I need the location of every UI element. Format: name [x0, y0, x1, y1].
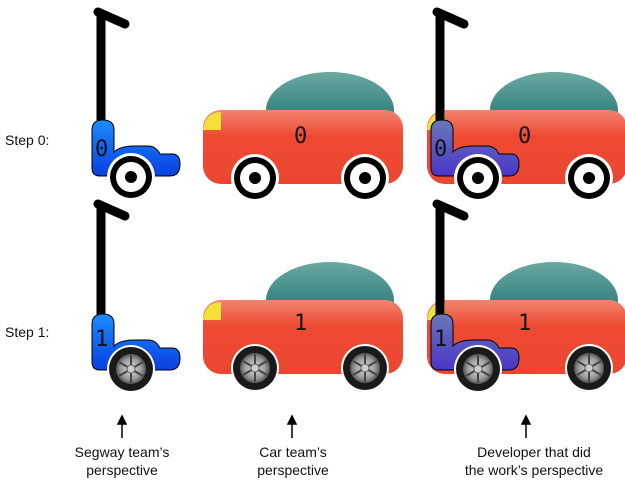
segway-handle: [437, 12, 464, 126]
wheel-icon: [107, 153, 155, 201]
row-label-step-0: Step 0:: [5, 132, 49, 148]
alloy-wheel-icon: [564, 343, 614, 393]
caption-segway-line1: Segway team’s: [75, 444, 170, 460]
car-value: 1: [294, 311, 307, 336]
car-value: 0: [518, 124, 531, 149]
merged-step-0: 0 0: [427, 12, 625, 202]
arrow-up-icon: [116, 414, 128, 438]
wheel-icon: [454, 154, 502, 202]
alloy-wheel-icon: [340, 343, 390, 393]
arrow-up-icon: [520, 414, 532, 438]
caption-segway-line2: perspective: [86, 462, 158, 478]
caption-car-line2: perspective: [257, 462, 329, 478]
car-value: 0: [294, 124, 307, 149]
segway-handle: [98, 204, 125, 318]
segway-value: 0: [434, 137, 447, 162]
car-step-0: 0: [203, 72, 403, 202]
merged-step-1: 1 1: [427, 204, 625, 394]
segway-value: 1: [95, 327, 108, 352]
segway-value: 1: [434, 327, 447, 352]
alloy-wheel-icon: [230, 343, 280, 393]
caption-car-line1: Car team’s: [259, 444, 326, 460]
arrow-up-icon: [286, 414, 298, 438]
wheel-icon: [341, 154, 389, 202]
car-step-1: 1: [203, 262, 403, 393]
segway-step-0: 0: [91, 12, 181, 201]
car-value: 1: [518, 311, 531, 336]
caption-developer-line1: Developer that did: [477, 444, 591, 460]
alloy-wheel-icon: [453, 344, 503, 394]
alloy-wheel-icon: [106, 344, 156, 394]
row-label-step-1: Step 1:: [5, 324, 49, 340]
segway-value: 0: [95, 137, 108, 162]
segway-handle: [98, 12, 125, 126]
wheel-icon: [565, 154, 613, 202]
wheel-icon: [231, 154, 279, 202]
segway-step-1: 1: [91, 204, 181, 394]
caption-developer-line2: the work’s perspective: [465, 462, 603, 478]
